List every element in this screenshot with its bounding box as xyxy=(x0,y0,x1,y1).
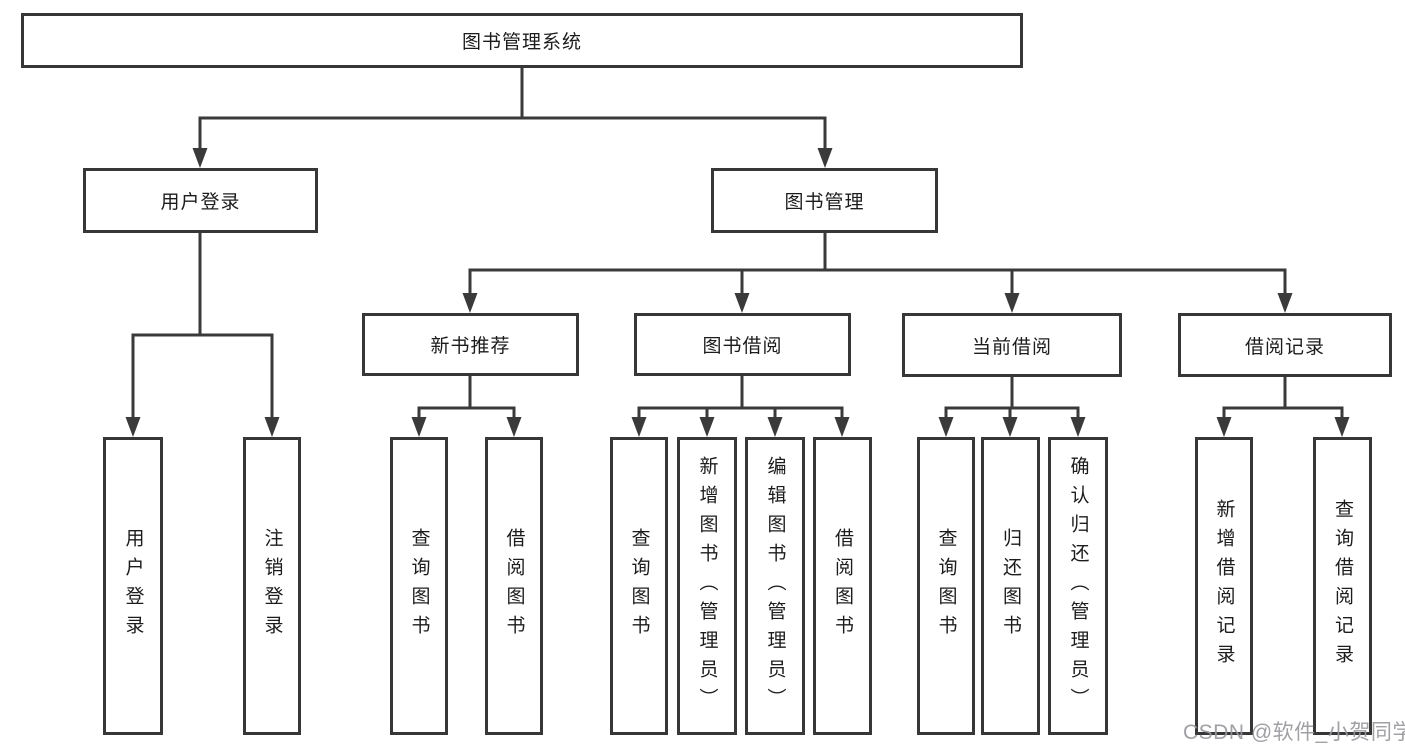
leaf-label: 确认归还（管理员） xyxy=(1067,455,1089,717)
node-label: 图书管理系统 xyxy=(461,32,582,53)
leaf-add-books-admin: 新增图书（管理员） xyxy=(677,437,737,735)
leaf-query-books-recommend: 查询图书 xyxy=(390,437,448,735)
leaf-borrow-books-borrowing: 借阅图书 xyxy=(813,437,872,735)
node-label: 新书推荐 xyxy=(430,336,511,357)
leaf-label: 查询图书 xyxy=(408,528,430,644)
leaf-label: 借阅图书 xyxy=(832,528,853,644)
leaf-label: 归还图书 xyxy=(1000,528,1021,644)
node-new-book-recommendation: 新书推荐 xyxy=(362,313,579,376)
node-label: 借阅记录 xyxy=(1244,336,1325,358)
connector-lines xyxy=(131,66,1344,423)
leaf-label: 新增图书（管理员） xyxy=(696,455,718,717)
leaf-label: 编辑图书（管理员） xyxy=(764,455,786,717)
leaf-borrow-books-recommend: 借阅图书 xyxy=(485,437,543,735)
leaf-query-books-borrowing: 查询图书 xyxy=(610,437,668,735)
leaf-return-books: 归还图书 xyxy=(981,437,1040,735)
leaf-label: 借阅图书 xyxy=(503,528,525,644)
leaf-add-borrow-record: 新增借阅记录 xyxy=(1195,437,1253,735)
node-label: 用户登录 xyxy=(160,192,241,213)
node-library-management-system: 图书管理系统 xyxy=(21,13,1023,68)
node-label: 图书借阅 xyxy=(702,336,783,357)
leaf-logout: 注销登录 xyxy=(243,437,301,735)
leaf-confirm-return-admin: 确认归还（管理员） xyxy=(1048,437,1108,735)
node-current-borrowing: 当前借阅 xyxy=(902,313,1122,377)
leaf-edit-books-admin: 编辑图书（管理员） xyxy=(745,437,805,735)
leaf-label: 用户登录 xyxy=(122,528,144,644)
node-book-borrowing: 图书借阅 xyxy=(634,313,851,376)
leaf-query-borrow-record: 查询借阅记录 xyxy=(1313,437,1372,735)
leaf-label: 查询图书 xyxy=(628,528,650,644)
node-borrowing-records: 借阅记录 xyxy=(1178,313,1392,377)
node-user-login: 用户登录 xyxy=(83,168,318,233)
node-label: 当前借阅 xyxy=(971,336,1052,358)
leaf-user-login: 用户登录 xyxy=(103,437,163,735)
csdn-watermark: CSDN @软件_小贺同学 xyxy=(1183,721,1405,744)
leaf-label: 查询图书 xyxy=(935,528,957,644)
node-book-management: 图书管理 xyxy=(711,168,938,233)
node-label: 图书管理 xyxy=(784,192,865,213)
leaf-query-books-current: 查询图书 xyxy=(917,437,975,735)
leaf-label: 新增借阅记录 xyxy=(1213,499,1235,673)
leaf-label: 注销登录 xyxy=(261,528,283,644)
leaf-label: 查询借阅记录 xyxy=(1332,499,1353,673)
